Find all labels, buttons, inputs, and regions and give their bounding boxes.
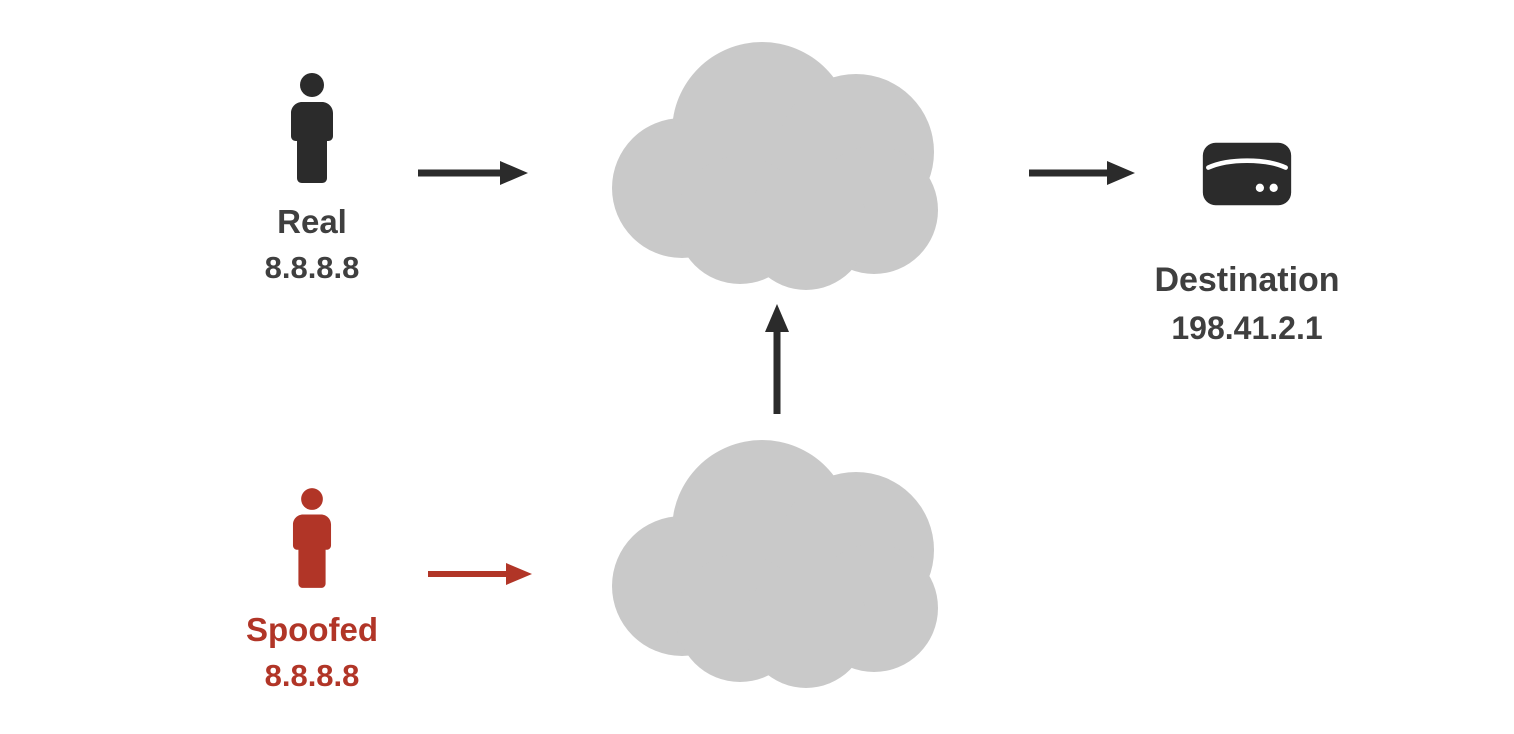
- real-sender-ip: 8.8.8.8: [264, 249, 360, 285]
- arrow-up-icon: [765, 304, 789, 414]
- arrow-right-icon: [428, 563, 532, 585]
- arrow-right-icon: [418, 161, 528, 185]
- spoofed-sender-ip: 8.8.8.8: [264, 657, 360, 693]
- destination-label: Destination: [1154, 261, 1340, 299]
- person-icon: [292, 488, 332, 588]
- spoofed-sender-label: Spoofed: [246, 611, 378, 648]
- destination-node: Destination 198.41.2.1: [1112, 134, 1382, 352]
- real-sender-node: Real 8.8.8.8: [232, 72, 392, 291]
- arrow-right-icon: [1029, 161, 1135, 185]
- cloud-icon: [612, 42, 938, 290]
- real-sender-label: Real: [277, 203, 347, 240]
- cloud-icon: [612, 440, 938, 688]
- server-icon: [1202, 142, 1292, 206]
- person-icon: [291, 73, 333, 183]
- destination-ip: 198.41.2.1: [1171, 310, 1323, 347]
- spoofed-sender-node: Spoofed 8.8.8.8: [232, 486, 392, 699]
